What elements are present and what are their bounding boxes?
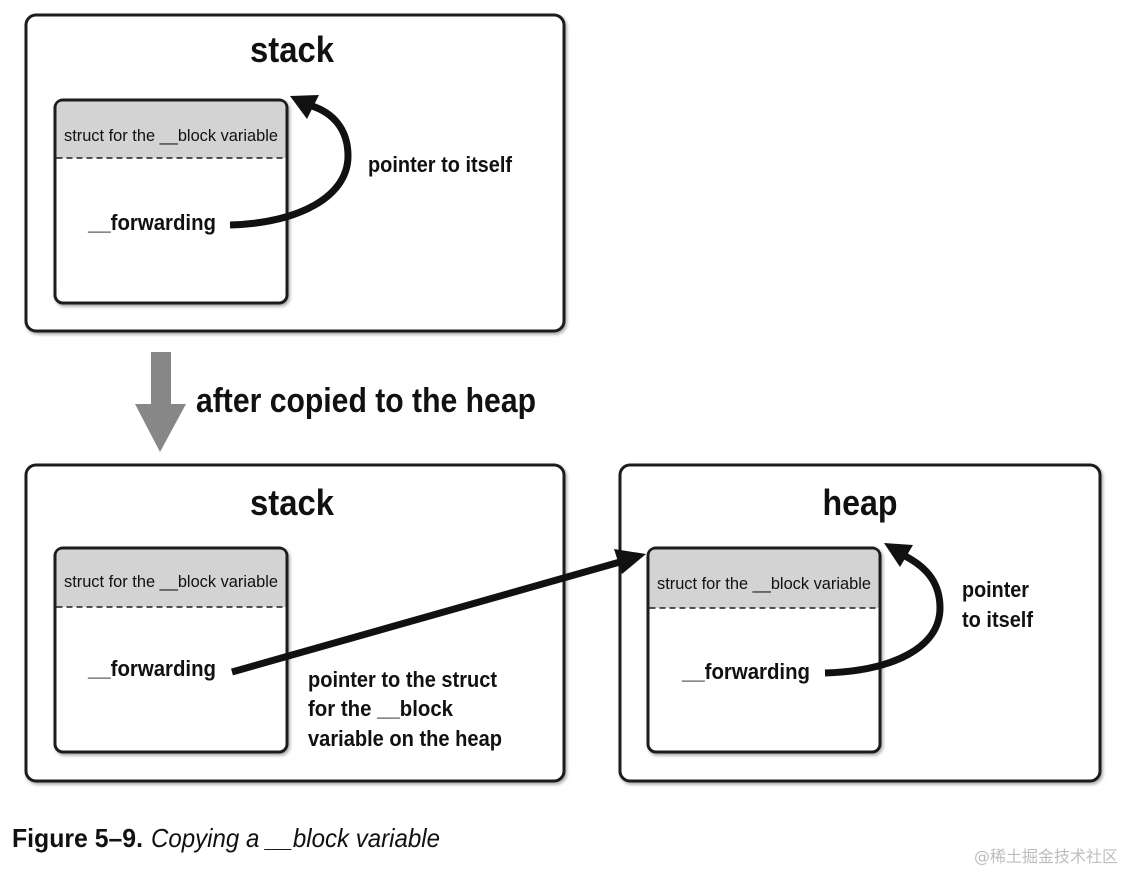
forwarding-field-label: __forwarding xyxy=(87,656,216,681)
self-pointer-arrow xyxy=(229,95,352,229)
forwarding-field-label: __forwarding xyxy=(87,210,216,235)
heap-pointer-label-line: for the __block xyxy=(308,696,454,721)
struct-header-fill xyxy=(649,549,879,608)
figure-number: Figure 5–9. xyxy=(12,823,143,853)
heap-self-pointer-arrow-shaft xyxy=(824,552,944,677)
struct-header-label: struct for the __block variable xyxy=(64,126,278,145)
heap-self-pointer-arrowhead xyxy=(884,543,913,567)
transition-arrowhead xyxy=(135,404,186,452)
struct-header-label: struct for the __block variable xyxy=(657,574,871,593)
transition-arrow xyxy=(135,352,186,452)
region-title: stack xyxy=(250,29,335,70)
block-variable-struct: struct for the __block variable __forwar… xyxy=(53,546,289,754)
figure-title: Copying a __block variable xyxy=(151,823,440,853)
transition-arrow-shaft xyxy=(151,352,171,406)
self-pointer-arrowhead xyxy=(290,95,319,119)
stack-to-heap-arrow-shaft xyxy=(231,558,621,676)
watermark: @稀土掘金技术社区 xyxy=(974,847,1118,866)
stack-to-heap-pointer-arrow xyxy=(231,549,646,676)
heap-self-pointer-arrow xyxy=(824,543,944,677)
struct-header-fill xyxy=(56,549,286,607)
heap-self-pointer-label-line: to itself xyxy=(962,607,1034,632)
self-pointer-arrow-shaft xyxy=(229,102,352,229)
stack-region-before: stack struct for the __block variable __… xyxy=(24,13,566,333)
block-variable-struct: struct for the __block variable __forwar… xyxy=(646,546,882,754)
region-title: stack xyxy=(250,482,335,523)
struct-header-label: struct for the __block variable xyxy=(64,572,278,591)
block-variable-struct: struct for the __block variable __forwar… xyxy=(53,98,289,305)
figure-caption: Figure 5–9. Copying a __block variable xyxy=(12,823,440,853)
stack-region-after: stack struct for the __block variable __… xyxy=(24,463,566,783)
stack-to-heap-arrowhead xyxy=(614,549,646,574)
heap-region: heap struct for the __block variable __f… xyxy=(618,463,1102,783)
heap-pointer-label-line: pointer to the struct xyxy=(308,667,498,692)
heap-pointer-label: pointer to the struct for the __block va… xyxy=(308,667,502,751)
forwarding-field-label: __forwarding xyxy=(681,659,810,684)
transition-label: after copied to the heap xyxy=(196,382,536,420)
self-pointer-label: pointer to itself xyxy=(368,152,513,177)
region-title: heap xyxy=(823,482,898,523)
heap-pointer-label-line: variable on the heap xyxy=(308,726,502,751)
heap-self-pointer-label-line: pointer xyxy=(962,577,1029,602)
struct-header-fill xyxy=(56,101,286,158)
